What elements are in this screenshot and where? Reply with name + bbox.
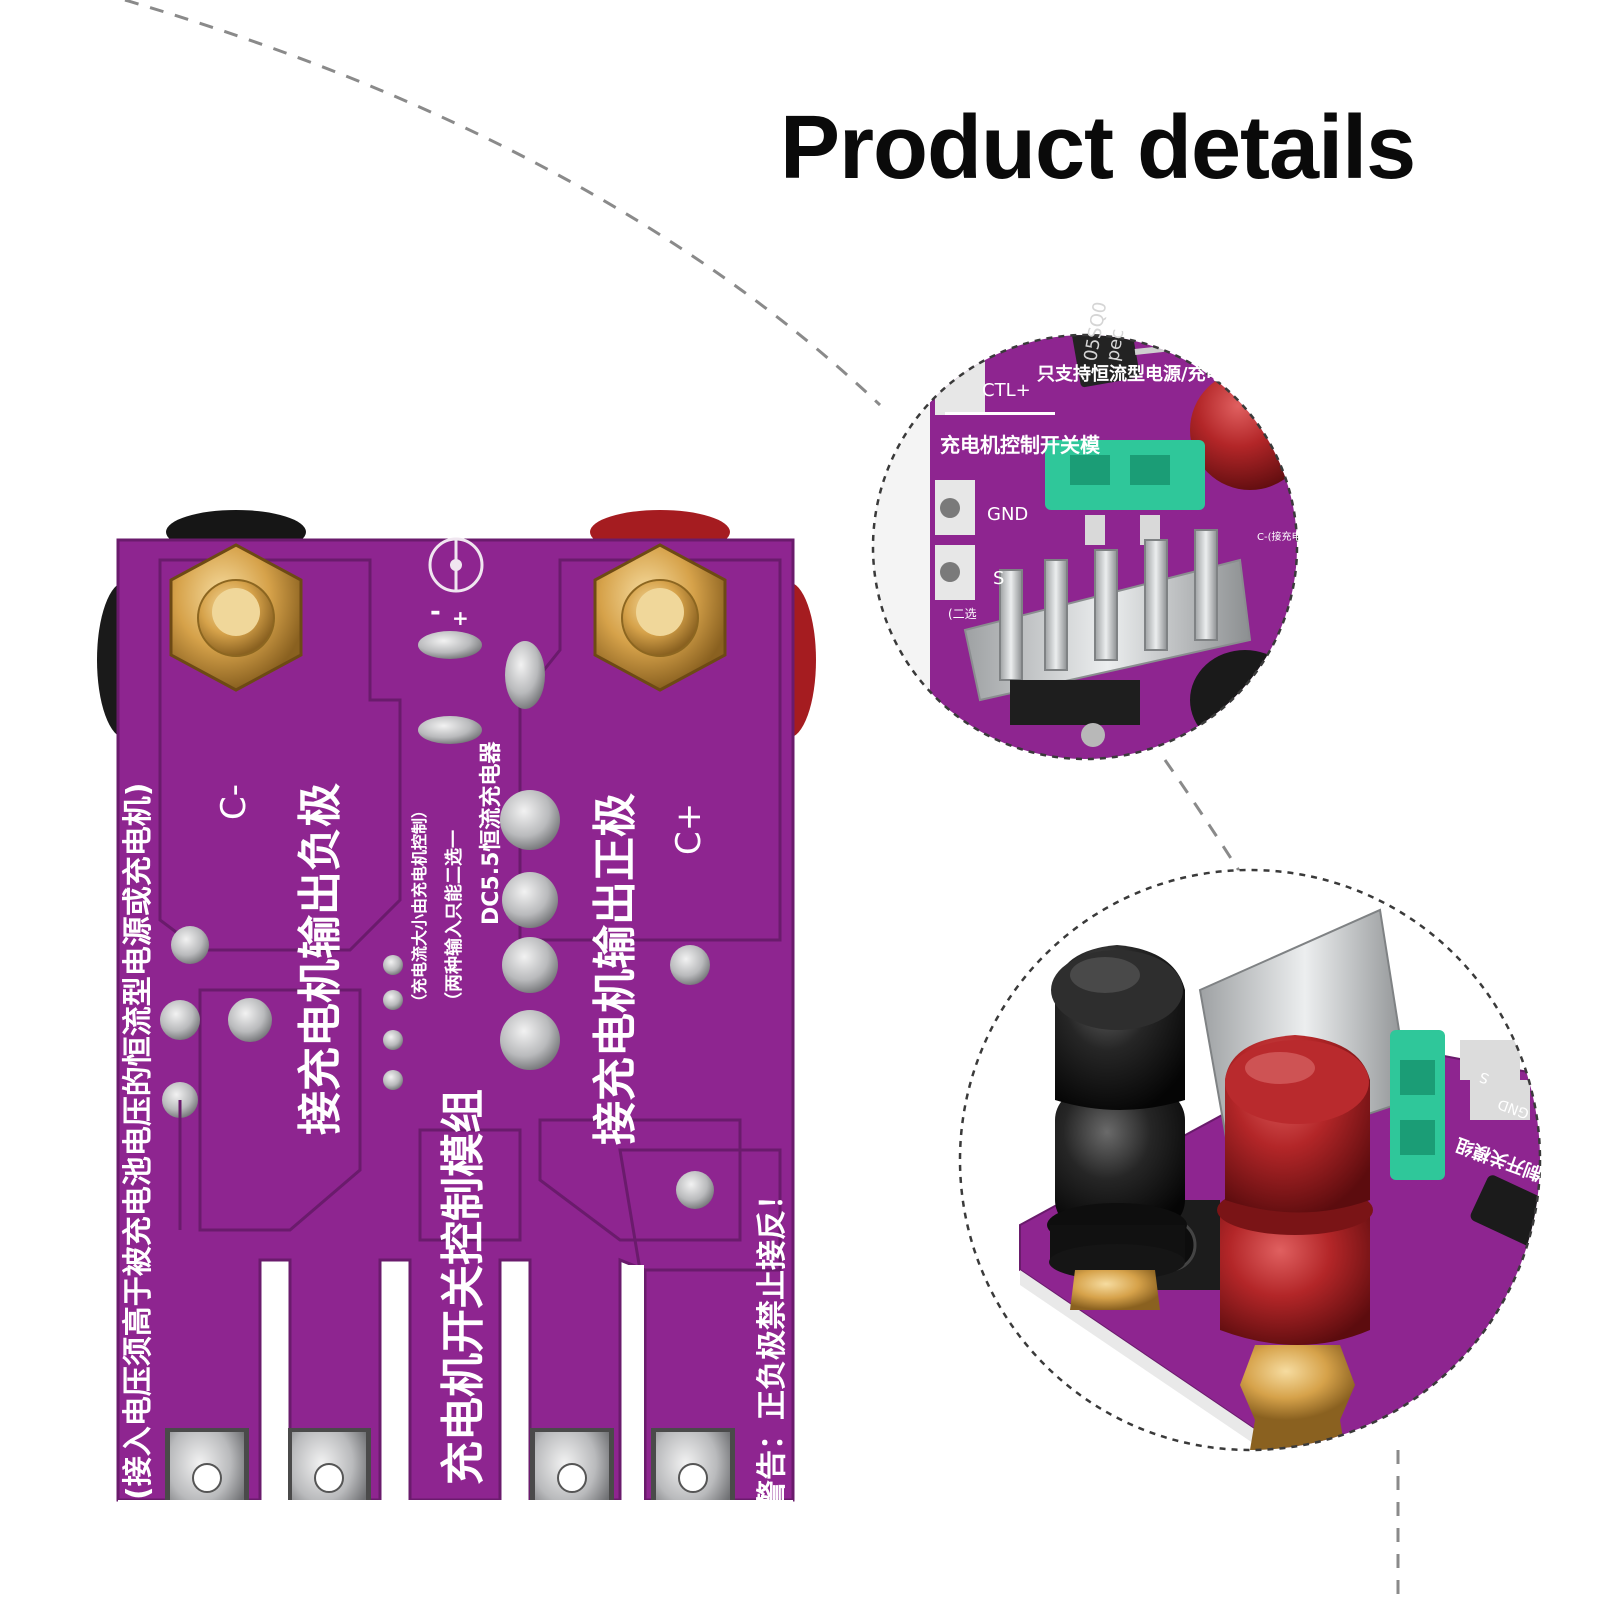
note-line-2: （两种输入只能二选一 — [443, 830, 465, 1010]
note-line-3: DC5.5恒流充电器 — [478, 741, 504, 925]
label-c-plus: C+ — [669, 803, 709, 855]
label-module-name: 充电机开关控制模组 — [438, 1089, 489, 1485]
label-pos-output: 接充电机输出正极 — [590, 793, 641, 1145]
label-neg-output: 接充电机输出负极 — [295, 783, 346, 1135]
guide-line-middle — [1163, 759, 1247, 881]
page-title: Product details — [780, 98, 1416, 198]
black-binding-post — [1047, 945, 1187, 1280]
terminal-c-plus — [593, 543, 727, 692]
pcb-board: (接入电压须高于被充电池电压的恒流型电源或充电机) C- 接充电机输出负极 充电… — [97, 510, 816, 1530]
note-line-1: （充电流大小由充电机控制） — [410, 802, 429, 1010]
zoom-label-support: 只支持恒流型电源/充电 — [1037, 363, 1224, 385]
zoom-label-s: S — [993, 568, 1004, 589]
zoom-detail-bottom: S GND 控制开关模组 — [958, 868, 1562, 1452]
zoom-label-ctl: CTL+ — [982, 380, 1031, 401]
zoom-label-gnd: GND — [987, 504, 1028, 525]
terminal-c-minus — [169, 543, 303, 692]
board-side-note: (接入电压须高于被充电池电压的恒流型电源或充电机) — [121, 783, 156, 1500]
jack-minus-sign: - — [430, 597, 441, 627]
zoom-label-choose: (二选 — [948, 607, 977, 621]
zoom-label-module: 充电机控制开关模 — [940, 433, 1101, 457]
zoom-label-c-small: C-(接充电机 — [1257, 530, 1312, 543]
red-binding-post — [1217, 1035, 1373, 1450]
zoom-detail-top: CTL+ 只支持恒流型电源/充电 充电机控制开关模 GND S C-(接充电机 … — [871, 300, 1312, 761]
guide-line-top — [124, 0, 882, 407]
label-c-minus: C- — [214, 784, 254, 820]
warning-text: 警告：正负极禁止接反！ — [755, 1180, 790, 1510]
jack-plus-sign: + — [452, 606, 469, 630]
